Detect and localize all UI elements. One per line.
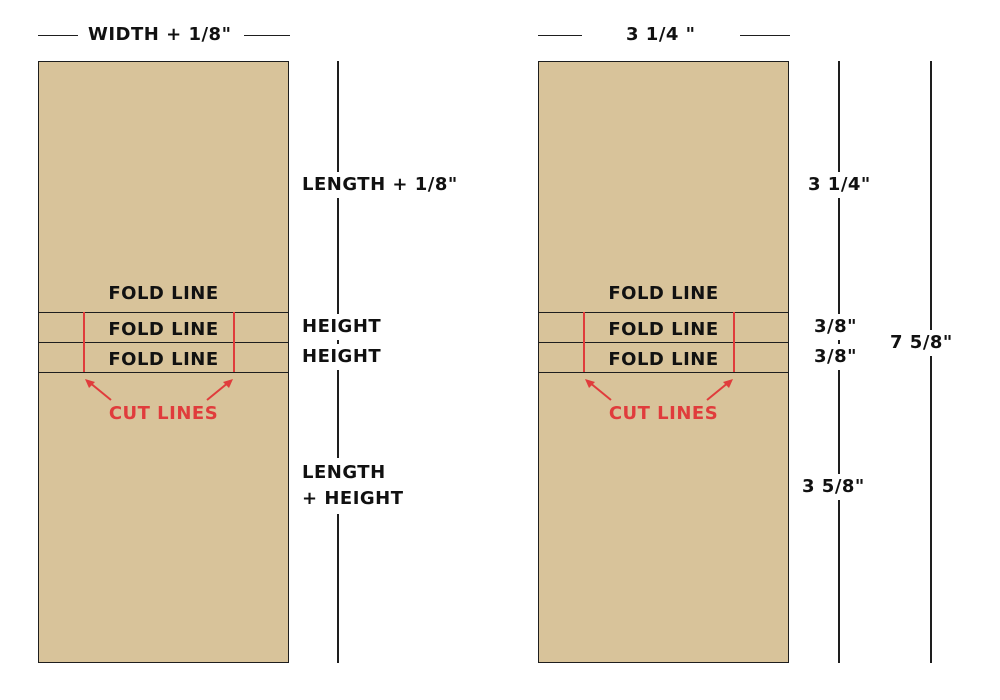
- dimension-line: [740, 35, 790, 36]
- fold-line: [39, 372, 288, 373]
- length-plus-height-line1: LENGTH: [302, 460, 404, 486]
- length-plus-height-label: LENGTH + HEIGHT: [300, 458, 406, 514]
- arrow-icon: [585, 379, 612, 401]
- height-label: HEIGHT: [300, 344, 384, 370]
- cut-line: [583, 312, 585, 372]
- fold-line-label: FOLD LINE: [608, 349, 719, 370]
- total-length-label: 7 5/8": [888, 330, 955, 356]
- right-panel: FOLD LINE FOLD LINE FOLD LINE CUT LINES: [538, 61, 789, 663]
- fold-line: [39, 312, 288, 313]
- height-value-label: 3/8": [812, 344, 860, 370]
- length-plus-height-line2: + HEIGHT: [302, 486, 404, 512]
- left-panel: FOLD LINE FOLD LINE FOLD LINE CUT LINES: [38, 61, 289, 663]
- bottom-value-label: 3 5/8": [800, 474, 867, 500]
- fold-line-label: FOLD LINE: [108, 283, 219, 304]
- fold-line-label: FOLD LINE: [108, 319, 219, 340]
- cut-line: [83, 312, 85, 372]
- fold-line: [539, 342, 788, 343]
- fold-line: [539, 312, 788, 313]
- total-dimension-line: [930, 61, 932, 663]
- arrow-icon: [706, 379, 733, 401]
- length-label: LENGTH + 1/8": [300, 172, 460, 198]
- fold-line-label: FOLD LINE: [108, 349, 219, 370]
- right-width-dimension: 3 1/4 ": [538, 22, 790, 48]
- left-width-label: WIDTH + 1/8": [88, 24, 232, 45]
- arrow-icon: [85, 379, 112, 401]
- cut-lines-label: CUT LINES: [608, 403, 719, 424]
- length-value-label: 3 1/4": [806, 172, 873, 198]
- cut-line: [233, 312, 235, 372]
- dimension-line: [244, 35, 290, 36]
- right-width-label: 3 1/4 ": [626, 24, 696, 45]
- height-label: HEIGHT: [300, 314, 384, 340]
- dimension-line: [38, 35, 78, 36]
- cut-lines-label: CUT LINES: [108, 403, 219, 424]
- dimension-line: [538, 35, 582, 36]
- fold-line: [39, 342, 288, 343]
- arrow-icon: [206, 379, 233, 401]
- fold-line-label: FOLD LINE: [608, 319, 719, 340]
- cut-line: [733, 312, 735, 372]
- left-width-dimension: WIDTH + 1/8": [38, 22, 290, 48]
- fold-line: [539, 372, 788, 373]
- fold-line-label: FOLD LINE: [608, 283, 719, 304]
- height-value-label: 3/8": [812, 314, 860, 340]
